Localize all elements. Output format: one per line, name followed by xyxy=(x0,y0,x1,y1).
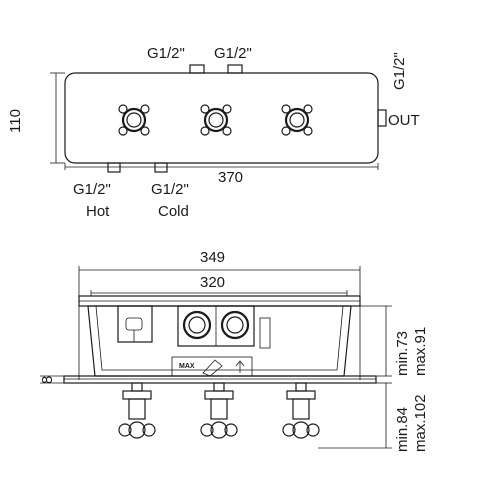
front-plate xyxy=(63,375,377,384)
label-hot: Hot xyxy=(86,203,110,220)
front-handle-left xyxy=(118,382,156,439)
mixer-body-outline xyxy=(64,72,379,164)
valve-handle-right xyxy=(281,104,313,136)
label-top-inlet-left: G1/2" xyxy=(147,45,185,62)
dim-flange-8: 8 xyxy=(39,376,56,384)
dim-outer-width-349: 349 xyxy=(200,249,225,266)
dim-width-370: 370 xyxy=(218,169,243,186)
max-tool-icon xyxy=(202,359,223,377)
label-cold: Cold xyxy=(158,203,189,220)
label-hot-thread: G1/2" xyxy=(73,181,111,198)
label-top-inlet-right: G1/2" xyxy=(214,45,252,62)
front-handle-center xyxy=(200,382,238,439)
hot-inlet-stub xyxy=(107,162,121,173)
dim-handle-min: min.84 xyxy=(394,407,411,452)
port-right xyxy=(220,310,250,340)
label-outlet-thread: G1/2" xyxy=(391,52,408,90)
cold-inlet-stub xyxy=(154,162,168,173)
label-outlet: OUT xyxy=(388,112,420,129)
internal-element-right xyxy=(259,317,271,349)
max-indicator-box xyxy=(171,356,253,377)
box-body xyxy=(87,305,352,377)
front-handle-right xyxy=(282,382,320,439)
port-left xyxy=(182,310,212,340)
dim-inner-width-320: 320 xyxy=(200,274,225,291)
valve-handle-left xyxy=(118,104,150,136)
label-cold-thread: G1/2" xyxy=(151,181,189,198)
outlet-stub xyxy=(377,109,387,127)
top-inlet-left xyxy=(189,64,205,74)
dim-depth-max: max.91 xyxy=(412,327,429,376)
dim-height-110: 110 xyxy=(7,109,24,133)
dim-depth-min: min.73 xyxy=(394,331,411,376)
top-view: G1/2" G1/2" G1/2" OUT 110 370 G1/2" Hot … xyxy=(7,45,420,220)
front-view: 349 320 MAX min.73 max.91 xyxy=(39,249,429,452)
max-mark: MAX xyxy=(179,363,195,370)
top-inlet-right xyxy=(227,64,243,74)
dim-handle-max: max.102 xyxy=(412,394,429,452)
valve-handle-center xyxy=(200,104,232,136)
internal-block-left xyxy=(117,305,153,343)
